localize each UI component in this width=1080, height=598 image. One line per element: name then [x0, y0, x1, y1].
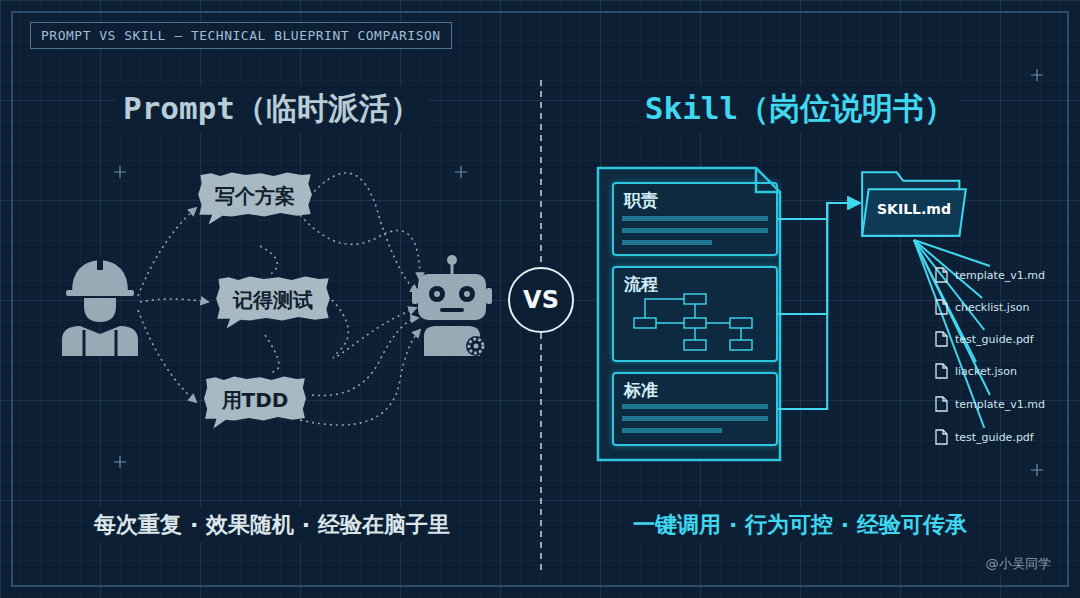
connector: [778, 203, 860, 409]
mini-flowchart: [634, 294, 752, 350]
worker-icon: [62, 256, 138, 356]
outer-frame: [12, 12, 1068, 586]
section-box: 职责: [612, 182, 778, 256]
robot-icon: [412, 255, 492, 356]
section-heading: Prompt（临时派活）: [117, 86, 427, 132]
file-item: checklist.json: [935, 298, 1029, 316]
plus-marks: [114, 69, 1043, 476]
section-heading: Skill（岗位说明书）: [639, 86, 961, 132]
file-item: template_v1.md: [935, 266, 1045, 284]
node-text: VS: [523, 286, 559, 314]
node-text: template_v1.md: [955, 269, 1045, 282]
node-text: test_guide.pdf: [955, 431, 1034, 444]
file-icon: [935, 429, 948, 445]
summary-caption: 一键调用 · 行为可控 · 经验可传承: [627, 508, 972, 542]
node-text: 记得测试: [233, 287, 313, 314]
node-text: 职责: [624, 189, 766, 212]
section-box: 流程: [612, 266, 778, 362]
file-icon: [935, 363, 948, 379]
summary-caption: 每次重复 · 效果随机 · 经验在脑子里: [88, 508, 455, 542]
text-lines: [622, 216, 768, 433]
node-text: 流程: [624, 273, 766, 296]
connector: [778, 203, 860, 219]
file-item: liacket.json: [935, 362, 1017, 380]
node-text: SKILL.md: [877, 201, 951, 217]
file-icon: [935, 299, 948, 315]
node-text: test_guide.pdf: [955, 333, 1034, 346]
file-item: test_guide.pdf: [935, 330, 1034, 348]
file-icon: [935, 267, 948, 283]
node-text: 写个方案: [215, 183, 295, 210]
file-item: test_guide.pdf: [935, 428, 1034, 446]
connector: [778, 203, 860, 314]
file-icon: [935, 331, 948, 347]
speech-bubble: 记得测试: [215, 276, 331, 329]
connector: [914, 240, 984, 330]
vs-circle: VS: [508, 267, 574, 333]
section-box: 标准: [612, 372, 778, 446]
file-item: template_v1.md: [935, 395, 1045, 413]
node-text: liacket.json: [955, 365, 1017, 378]
title-box: PROMPT VS SKILL – TECHNICAL BLUEPRINT CO…: [30, 22, 452, 49]
node-text: 用TDD: [222, 387, 289, 414]
node-text: template_v1.md: [955, 398, 1045, 411]
watermark: @小吴同学: [980, 553, 1057, 575]
speech-bubble: 写个方案: [197, 172, 313, 225]
document-outline: [598, 168, 780, 460]
node-text: checklist.json: [955, 301, 1029, 314]
node-text: 标准: [624, 379, 766, 402]
speech-bubble: 用TDD: [203, 376, 307, 429]
skill-folder: SKILL.md: [860, 166, 968, 240]
file-icon: [935, 396, 948, 412]
